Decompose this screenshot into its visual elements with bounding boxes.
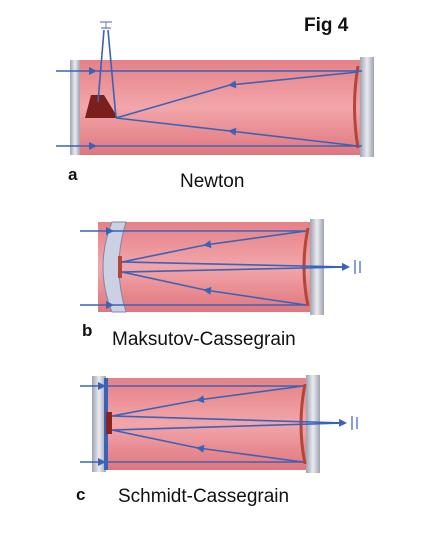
schmidt-eyepiece [351, 416, 358, 430]
panel-b-letter: b [82, 321, 93, 340]
panel-c-caption: Schmidt-Cassegrain [118, 486, 290, 507]
schmidt-front-ring [92, 376, 106, 472]
newton-rear-cap [360, 57, 374, 157]
newton-rays [56, 29, 362, 150]
maksutov-rays [80, 227, 350, 309]
maksutov-secondary-spot [118, 256, 122, 278]
panel-a-letter: a [68, 165, 78, 184]
newton-tube [74, 60, 370, 155]
schmidt-telescope [80, 375, 358, 473]
schmidt-rays [80, 382, 347, 466]
maksutov-tube [98, 222, 324, 312]
panel-c-letter: c [76, 485, 86, 504]
newton-primary-mirror [353, 65, 360, 149]
maksutov-primary-mirror [302, 227, 310, 307]
schmidt-tube [96, 378, 318, 470]
schmidt-secondary-mirror [106, 412, 112, 434]
maksutov-telescope [80, 219, 361, 315]
panel-b-caption: Maksutov-Cassegrain [112, 329, 296, 350]
figure-label: Fig 4 [304, 15, 349, 36]
newton-secondary-mirror [85, 95, 118, 118]
panel-a-caption: Newton [180, 171, 245, 192]
newton-front-ring [70, 60, 80, 155]
maksutov-corrector [102, 221, 127, 313]
maksutov-eyepiece [354, 260, 361, 274]
newton-telescope [56, 21, 374, 157]
newton-eyepiece [100, 21, 112, 29]
